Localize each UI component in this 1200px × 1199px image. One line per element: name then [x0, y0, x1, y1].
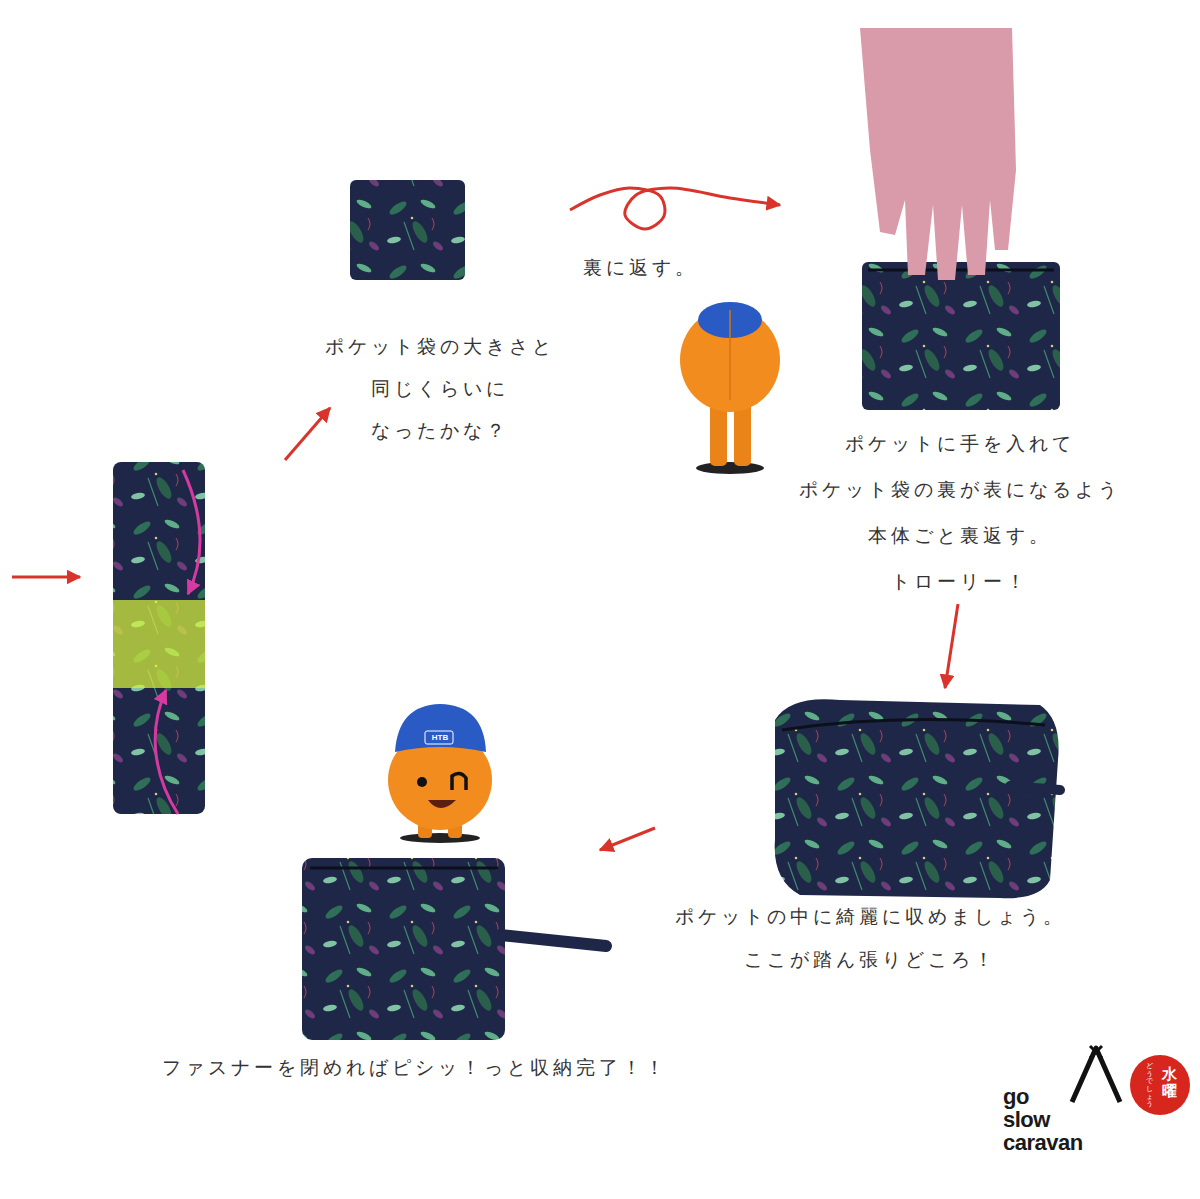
folded-jacket-part	[350, 180, 465, 280]
stuffed-pouch-part	[1010, 786, 1060, 790]
brand-logo: go slow caravan	[1003, 1085, 1123, 1154]
mascot-back-part	[696, 462, 764, 474]
rolled-jacket-part	[155, 690, 178, 814]
cap-logo: HTB	[427, 732, 453, 743]
step-box: ファスナーを閉めればピシッ！っと収納完了！！	[130, 850, 700, 1089]
flow-arrow	[945, 604, 958, 688]
step-arrow-part	[12, 576, 80, 579]
logo-mark-part	[1130, 1055, 1190, 1115]
rolled-jacket-part	[113, 600, 205, 688]
rolled-jacket-part	[113, 462, 205, 814]
pocket-bag-part	[862, 262, 1060, 410]
mascot-front-part	[452, 773, 466, 790]
closed-pouch-part	[500, 935, 606, 946]
stuffed-pouch-part	[775, 699, 1059, 898]
stamp-subtitle: どうでしょう	[1146, 1063, 1153, 1109]
stuffed-pouch	[775, 699, 1060, 898]
rolled-jacket	[113, 462, 205, 814]
closed-pouch	[302, 858, 606, 1040]
stuffed-pouch-part	[782, 720, 1045, 730]
closed-pouch-part	[302, 858, 505, 1040]
mascot-back-part	[680, 308, 780, 412]
logo-mark-part	[1072, 1048, 1120, 1102]
mascot-front-part	[428, 800, 456, 808]
mascot-back-part	[729, 310, 731, 400]
step-box: ポケットに手を入れて ポケット袋の裏が表になるよう 本体ごと裏返す。 トローリー…	[780, 20, 1140, 604]
step-caption: ファスナーを閉めればピシッ！っと収納完了！！	[130, 1045, 700, 1089]
folded-jacket	[350, 180, 465, 280]
flow-arrow	[600, 828, 655, 850]
mascot-front-part	[417, 777, 427, 787]
step-caption: ポケット袋の大きさと 同じくらいに なったかな？	[310, 325, 570, 451]
mascot-front-part	[395, 704, 486, 752]
step-arrow-part	[285, 408, 330, 460]
closed-pouch-part	[310, 867, 498, 870]
rolled-jacket-part	[183, 470, 200, 594]
mascot-front-part	[400, 833, 480, 843]
stamp-title: 水曜	[1162, 1066, 1177, 1099]
step-arrow	[12, 408, 330, 577]
step-caption: ポケットの中に綺麗に収めましょう。 ここが踏ん張りどころ！	[655, 895, 1085, 981]
hand-part	[860, 28, 1016, 280]
pocket-bag-part	[868, 269, 1054, 272]
arrow-label: 裏に返す。	[579, 254, 702, 282]
mascot-front	[388, 704, 492, 843]
logo-mark	[1072, 1046, 1190, 1115]
step-box: ポケットの中に綺麗に収めましょう。 ここが踏ん張りどころ！	[655, 688, 1085, 981]
mascot-front-part	[425, 731, 453, 744]
hand	[860, 28, 1016, 280]
flow-arrow	[570, 188, 780, 229]
pocket-bag	[862, 262, 1060, 410]
step-caption: ポケットに手を入れて ポケット袋の裏が表になるよう 本体ごと裏返す。 トローリー…	[780, 420, 1140, 604]
logo-mark-part	[1090, 1046, 1102, 1058]
step-box: ポケット袋の大きさと 同じくらいに なったかな？	[310, 175, 570, 451]
mascot-back	[680, 302, 780, 474]
